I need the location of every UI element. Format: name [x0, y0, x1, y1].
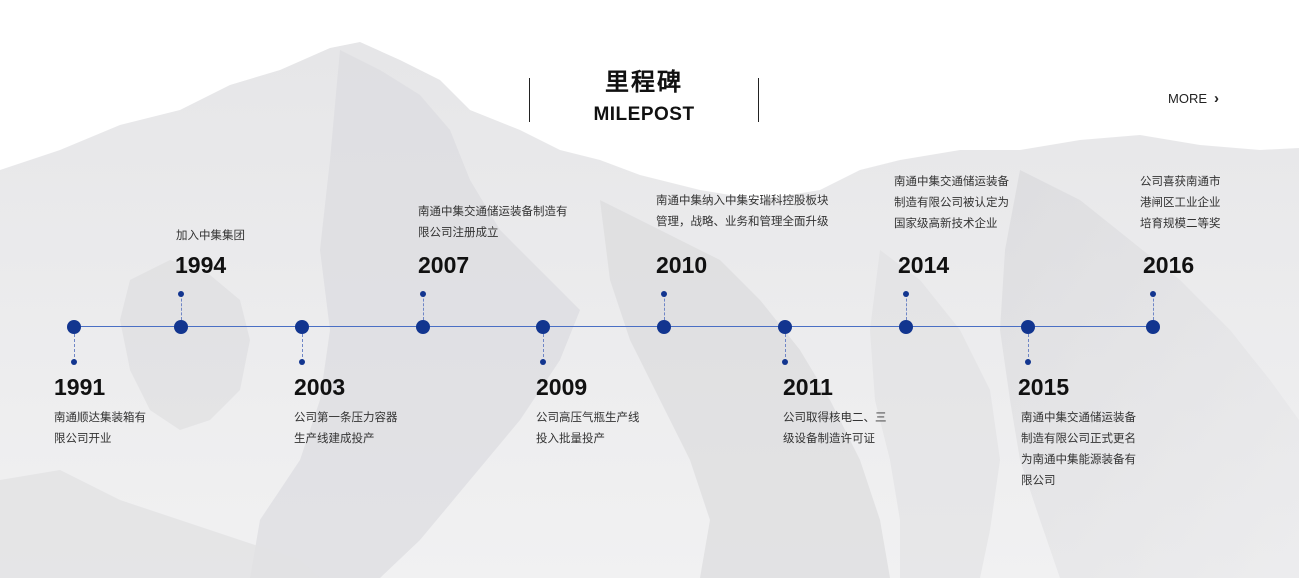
milestone-marker: [903, 291, 909, 297]
description-line: 公司取得核电二、三: [783, 407, 887, 428]
milestone-marker: [1025, 359, 1031, 365]
milestone-description: 南通中集交通储运装备 制造有限公司正式更名 为南通中集能源装备有 限公司: [1021, 407, 1136, 491]
milestone-year: 2010: [656, 252, 707, 279]
milestone-description: 公司喜获南通市 港闸区工业企业 培育规模二等奖: [1140, 171, 1221, 234]
description-line: 港闸区工业企业: [1140, 192, 1221, 213]
page-subtitle: MILEPOST: [529, 104, 759, 126]
milestone-connector: [181, 294, 182, 320]
more-link[interactable]: MORE ›: [1168, 91, 1219, 106]
description-line: 为南通中集能源装备有: [1021, 449, 1136, 470]
description-line: 南通中集交通储运装备: [1021, 407, 1136, 428]
description-line: 投入批量投产: [536, 428, 640, 449]
milestone-connector: [906, 294, 907, 320]
section-header: 里程碑 MILEPOST: [529, 60, 759, 124]
milestone-description: 公司高压气瓶生产线 投入批量投产: [536, 407, 640, 449]
milestone-description: 南通中集纳入中集安瑞科控股板块 管理，战略、业务和管理全面升级: [656, 190, 829, 232]
description-line: 南通中集纳入中集安瑞科控股板块: [656, 190, 829, 211]
milestone-connector: [1028, 334, 1029, 362]
description-line: 公司喜获南通市: [1140, 171, 1221, 192]
chevron-right-icon: ›: [1214, 91, 1219, 106]
description-line: 限公司开业: [54, 428, 146, 449]
description-line: 制造有限公司正式更名: [1021, 428, 1136, 449]
milestone-dot-2016[interactable]: [1146, 320, 1160, 334]
description-line: 生产线建成投产: [294, 428, 398, 449]
milestone-connector: [785, 334, 786, 362]
description-line: 级设备制造许可证: [783, 428, 887, 449]
description-line: 南通中集交通储运装备制造有: [418, 201, 568, 222]
milestone-dot-2011[interactable]: [778, 320, 792, 334]
milestone-dot-2015[interactable]: [1021, 320, 1035, 334]
milestone-year: 2014: [898, 252, 949, 279]
milestone-description: 公司取得核电二、三 级设备制造许可证: [783, 407, 887, 449]
description-line: 限公司注册成立: [418, 222, 568, 243]
milestone-description: 南通顺达集装箱有 限公司开业: [54, 407, 146, 449]
description-line: 公司高压气瓶生产线: [536, 407, 640, 428]
milestone-connector: [543, 334, 544, 362]
description-line: 制造有限公司被认定为: [894, 192, 1009, 213]
description-line: 培育规模二等奖: [1140, 213, 1221, 234]
timeline-line: [74, 326, 1153, 327]
milestone-connector: [74, 334, 75, 362]
description-line: 管理，战略、业务和管理全面升级: [656, 211, 829, 232]
milestone-dot-1991[interactable]: [67, 320, 81, 334]
milestone-year: 2003: [294, 374, 345, 401]
milestone-connector: [1153, 294, 1154, 320]
milestone-dot-2009[interactable]: [536, 320, 550, 334]
milestone-year: 2016: [1143, 252, 1194, 279]
milestone-year: 2015: [1018, 374, 1069, 401]
milestone-connector: [423, 294, 424, 320]
more-label: MORE: [1168, 91, 1207, 106]
description-line: 限公司: [1021, 470, 1136, 491]
milestone-connector: [302, 334, 303, 362]
milestone-year: 2007: [418, 252, 469, 279]
milestone-description: 公司第一条压力容器 生产线建成投产: [294, 407, 398, 449]
description-line: 加入中集集团: [176, 225, 245, 246]
milestone-marker: [782, 359, 788, 365]
milestone-year: 1991: [54, 374, 105, 401]
milestone-year: 1994: [175, 252, 226, 279]
page-title: 里程碑: [529, 62, 759, 97]
milestone-marker: [299, 359, 305, 365]
milestone-description: 南通中集交通储运装备制造有 限公司注册成立: [418, 201, 568, 243]
description-line: 南通中集交通储运装备: [894, 171, 1009, 192]
milestone-year: 2009: [536, 374, 587, 401]
header-divider-right: [758, 78, 759, 122]
milestone-marker: [71, 359, 77, 365]
milestone-description: 加入中集集团: [176, 225, 245, 246]
description-line: 公司第一条压力容器: [294, 407, 398, 428]
milestone-dot-2007[interactable]: [416, 320, 430, 334]
milestone-dot-1994[interactable]: [174, 320, 188, 334]
milestone-marker: [420, 291, 426, 297]
description-line: 国家级高新技术企业: [894, 213, 1009, 234]
milestone-dot-2003[interactable]: [295, 320, 309, 334]
milestone-marker: [1150, 291, 1156, 297]
milestone-description: 南通中集交通储运装备 制造有限公司被认定为 国家级高新技术企业: [894, 171, 1009, 234]
milestone-connector: [664, 294, 665, 320]
milestone-marker: [178, 291, 184, 297]
milestone-marker: [540, 359, 546, 365]
milestone-year: 2011: [783, 374, 833, 401]
milestone-dot-2014[interactable]: [899, 320, 913, 334]
milestone-dot-2010[interactable]: [657, 320, 671, 334]
description-line: 南通顺达集装箱有: [54, 407, 146, 428]
milestone-marker: [661, 291, 667, 297]
